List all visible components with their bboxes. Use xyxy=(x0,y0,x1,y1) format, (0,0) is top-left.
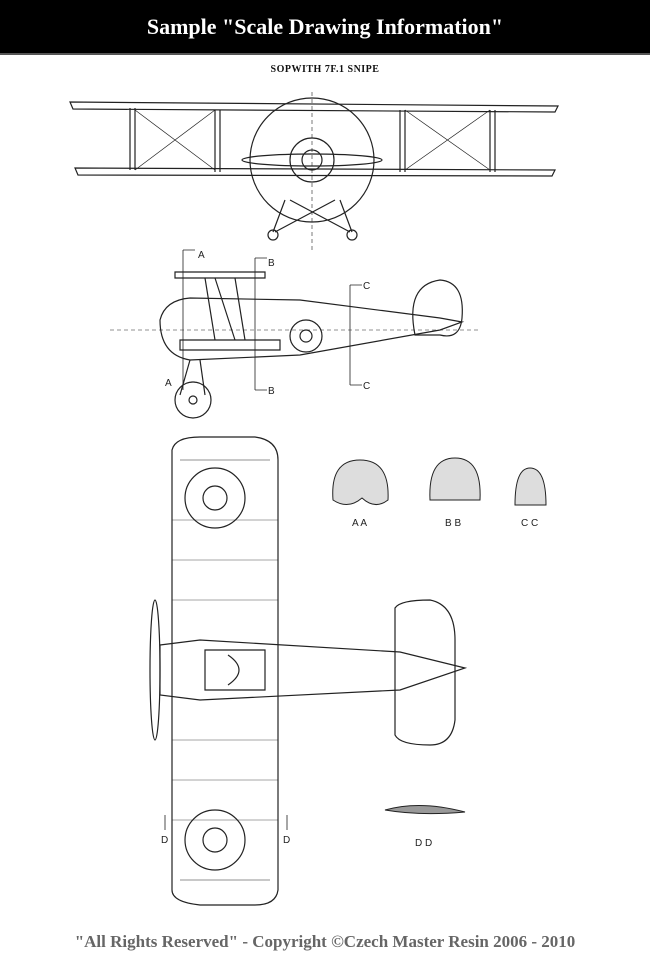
drawing-title: SOPWITH 7F.1 SNIPE xyxy=(270,64,380,75)
section-mark-a-top: A xyxy=(198,250,205,261)
top-view xyxy=(149,436,468,906)
section-mark-a-bottom: A xyxy=(165,378,172,389)
section-label-aa: A A xyxy=(352,518,367,529)
section-mark-d-right: D xyxy=(283,835,290,846)
section-label-cc: C C xyxy=(521,518,538,529)
section-label-bb: B B xyxy=(445,518,461,529)
page-title: Sample "Scale Drawing Information" xyxy=(146,13,504,39)
section-label-dd: D D xyxy=(415,838,432,849)
section-mark-c-bottom: C xyxy=(363,381,370,392)
page-header: Sample "Scale Drawing Information" xyxy=(0,0,650,55)
section-mark-c-top: C xyxy=(363,281,370,292)
side-view xyxy=(110,249,480,419)
section-mark-d-left: D xyxy=(161,835,168,846)
copyright-footer: "All Rights Reserved" - Copyright ©Czech… xyxy=(74,932,576,951)
section-mark-b-top: B xyxy=(268,258,275,269)
front-view xyxy=(69,92,559,250)
cross-sections xyxy=(332,457,547,815)
section-mark-b-bottom: B xyxy=(268,386,275,397)
